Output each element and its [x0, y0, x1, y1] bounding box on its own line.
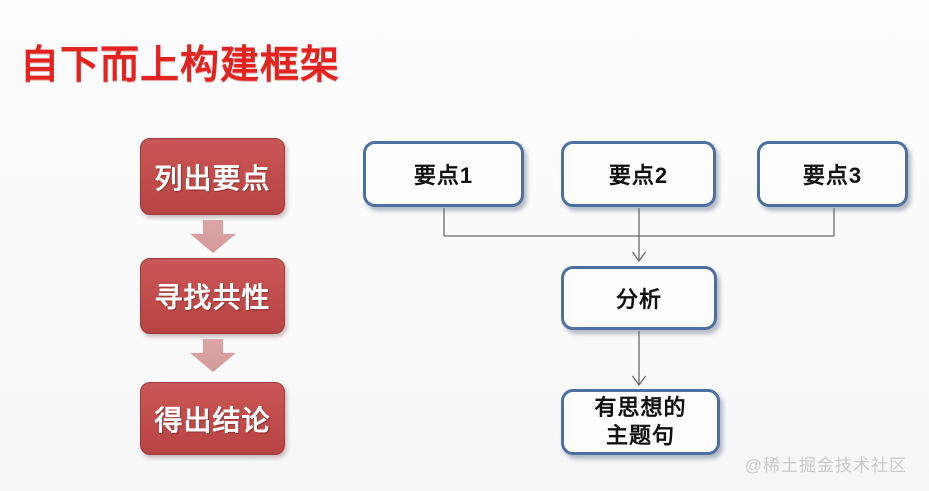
down-arrow-icon	[190, 220, 236, 253]
flow-step-label: 列出要点	[154, 162, 271, 194]
flow-step-list-points: 列出要点	[140, 138, 285, 215]
node-label: 有思想的主题句	[594, 395, 687, 448]
node-label: 要点2	[608, 163, 669, 188]
watermark: @稀土掘金技术社区	[744, 456, 907, 475]
node-point-2: 要点2	[561, 141, 716, 207]
flow-step-label: 寻找共性	[154, 282, 271, 313]
node-topic-sentence: 有思想的主题句	[561, 389, 720, 455]
flow-step-find-commonality: 寻找共性	[140, 258, 285, 334]
node-label: 分析	[615, 287, 662, 312]
node-point-1: 要点1	[363, 141, 524, 207]
node-label: 要点3	[802, 163, 863, 188]
flow-step-label: 得出结论	[154, 404, 271, 436]
flow-step-draw-conclusion: 得出结论	[140, 382, 285, 455]
node-label: 要点1	[413, 163, 474, 188]
node-point-3: 要点3	[757, 141, 908, 207]
page-title: 自下而上构建框架	[20, 44, 341, 87]
down-arrow-icon	[190, 339, 236, 372]
node-analysis: 分析	[561, 266, 717, 330]
